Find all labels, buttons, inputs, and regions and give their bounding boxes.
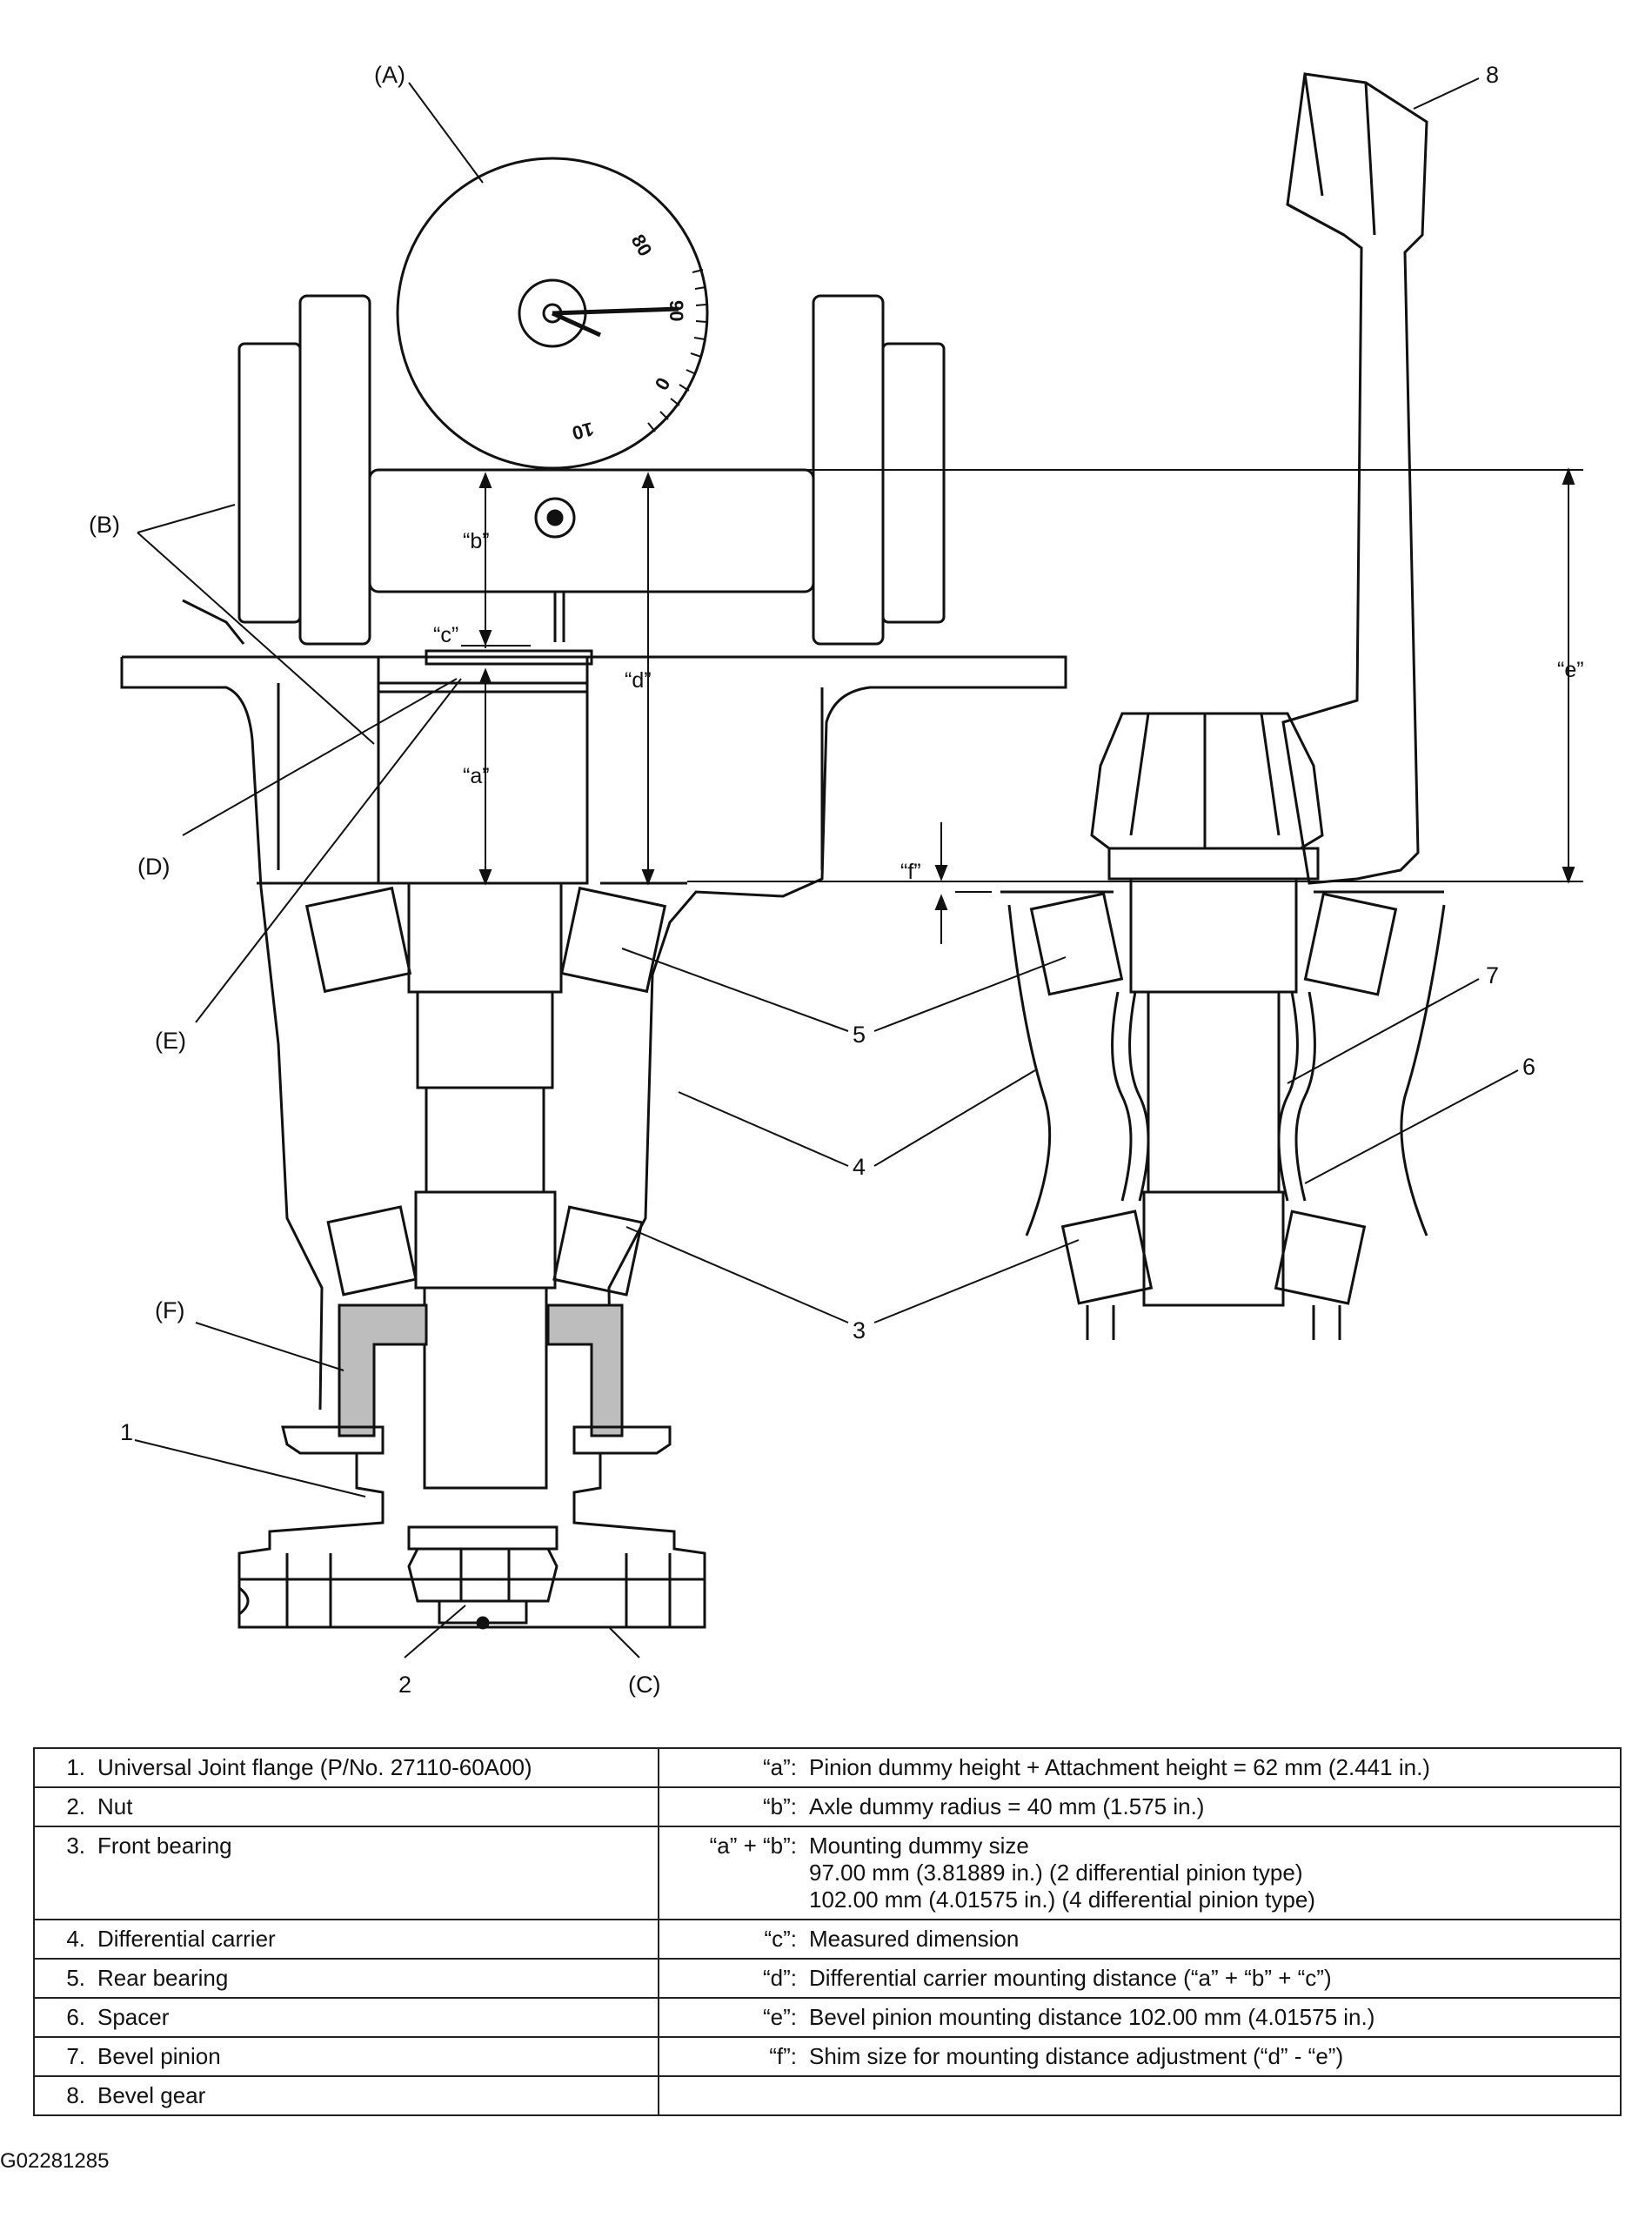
- nut: [407, 1525, 558, 1630]
- callout-3: 3: [853, 1317, 866, 1344]
- pinion-shaft-left: [304, 881, 667, 1490]
- part-name: Universal Joint flange (P/No. 27110-60A0…: [97, 1754, 532, 1780]
- table-row: 7. Bevel pinion “f”: Shim size for mountin…: [33, 2036, 1622, 2077]
- spec-key: “a”:: [763, 1754, 797, 1780]
- bevel-pinion: [1090, 712, 1324, 1307]
- spec-desc-line3: 102.00 mm (4.01575 in.) (4 differential …: [809, 1886, 1315, 1913]
- dim-a: “a”: [463, 764, 490, 788]
- table-row: 2. Nut “b”: Axle dummy radius = 40 mm (1.5…: [33, 1786, 1622, 1827]
- callout-C: (C): [628, 1672, 660, 1698]
- table-row: 4. Differential carrier “c”: Measured dime…: [33, 1919, 1622, 1960]
- part-number: 5.: [66, 1965, 85, 1991]
- dial-label-90: 90: [665, 300, 687, 321]
- table-row: 6. Spacer “e”: Bevel pinion mounting dista…: [33, 1997, 1622, 2038]
- callout-5: 5: [853, 1022, 866, 1048]
- callout-7: 7: [1486, 962, 1499, 988]
- part-name: Differential carrier: [97, 1926, 276, 1952]
- figure-code: G02281285: [0, 2149, 110, 2173]
- part-number: 4.: [66, 1926, 85, 1952]
- table-row: 5. Rear bearing “d”: Differential carrier …: [33, 1958, 1622, 1999]
- spec-key: “e”:: [763, 2004, 797, 2030]
- callout-6: 6: [1522, 1054, 1535, 1080]
- dim-f: “f”: [900, 860, 921, 884]
- callout-F: (F): [155, 1297, 184, 1323]
- callout-E: (E): [155, 1028, 186, 1054]
- spec-key: “d”:: [763, 1965, 797, 1991]
- universal-joint-flange: [237, 1425, 706, 1629]
- gauge-assembly: 80 90 0 10: [237, 157, 946, 646]
- part-number: 8.: [66, 2082, 85, 2108]
- part-name: Spacer: [97, 2004, 170, 2030]
- callout-D: (D): [137, 854, 170, 880]
- callout-A: (A): [374, 62, 405, 88]
- dial-label-80: 80: [627, 231, 657, 260]
- dim-b: “b”: [463, 529, 490, 553]
- spec-desc: Pinion dummy height + Attachment height …: [809, 1754, 1430, 1780]
- spec-key: “c”:: [764, 1926, 797, 1952]
- callout-1: 1: [120, 1419, 133, 1445]
- dial-gauge: [396, 157, 709, 470]
- spec-desc: Bevel pinion mounting distance 102.00 mm…: [809, 2004, 1375, 2030]
- dim-c: “c”: [433, 623, 458, 647]
- table-row: 3. Front bearing “a” + “b”: Mounting dummy…: [33, 1826, 1622, 1920]
- callout-2: 2: [398, 1672, 411, 1698]
- dial-label-0: 0: [651, 374, 675, 394]
- part-name: Nut: [97, 1793, 133, 1819]
- differential-carrier-right: [1000, 890, 1446, 1340]
- dim-d: “d”: [625, 668, 652, 693]
- callout-4: 4: [853, 1154, 866, 1180]
- dimension-lines-right: [592, 467, 1583, 944]
- oil-seal: [338, 1303, 624, 1437]
- part-name: Front bearing: [97, 1833, 232, 1859]
- part-number: 2.: [66, 1793, 85, 1819]
- part-name: Bevel pinion: [97, 2043, 221, 2069]
- table-row: 8. Bevel gear: [33, 2075, 1622, 2116]
- part-number: 1.: [66, 1754, 85, 1780]
- callout-8: 8: [1486, 62, 1499, 88]
- spec-desc: Differential carrier mounting distance (…: [809, 1965, 1332, 1991]
- spec-key: “f”:: [769, 2043, 797, 2069]
- differential-carrier-left: [120, 599, 1067, 1411]
- spec-desc: Mounting dummy size: [809, 1833, 1029, 1859]
- legend-table: 1. Universal Joint flange (P/No. 27110-60…: [33, 1747, 1622, 2116]
- part-number: 7.: [66, 2043, 85, 2069]
- dimension-lines-left: [461, 472, 655, 886]
- part-name: Rear bearing: [97, 1965, 229, 1991]
- dial-label-10: 10: [570, 418, 596, 444]
- part-number: 6.: [66, 2004, 85, 2030]
- callout-B: (B): [89, 512, 120, 538]
- part-number: 3.: [66, 1833, 85, 1859]
- dim-e: “e”: [1557, 658, 1584, 682]
- bevel-gear: [1281, 72, 1428, 885]
- pinion-depth-diagram: 80 90 0 10 “b” “c” “a” “d”: [89, 62, 1584, 1698]
- spec-desc-line2: 97.00 mm (3.81889 in.) (2 differential p…: [809, 1860, 1303, 1886]
- spec-desc: Measured dimension: [809, 1926, 1020, 1952]
- part-name: Bevel gear: [97, 2082, 206, 2108]
- leader-lines: [134, 77, 1519, 1658]
- spec-desc: Axle dummy radius = 40 mm (1.575 in.): [809, 1793, 1205, 1819]
- spec-key: “b”:: [763, 1793, 797, 1819]
- spec-key: “a” + “b”:: [709, 1833, 797, 1859]
- table-row: 1. Universal Joint flange (P/No. 27110-60…: [33, 1747, 1622, 1788]
- spec-desc: Shim size for mounting distance adjustme…: [809, 2043, 1344, 2069]
